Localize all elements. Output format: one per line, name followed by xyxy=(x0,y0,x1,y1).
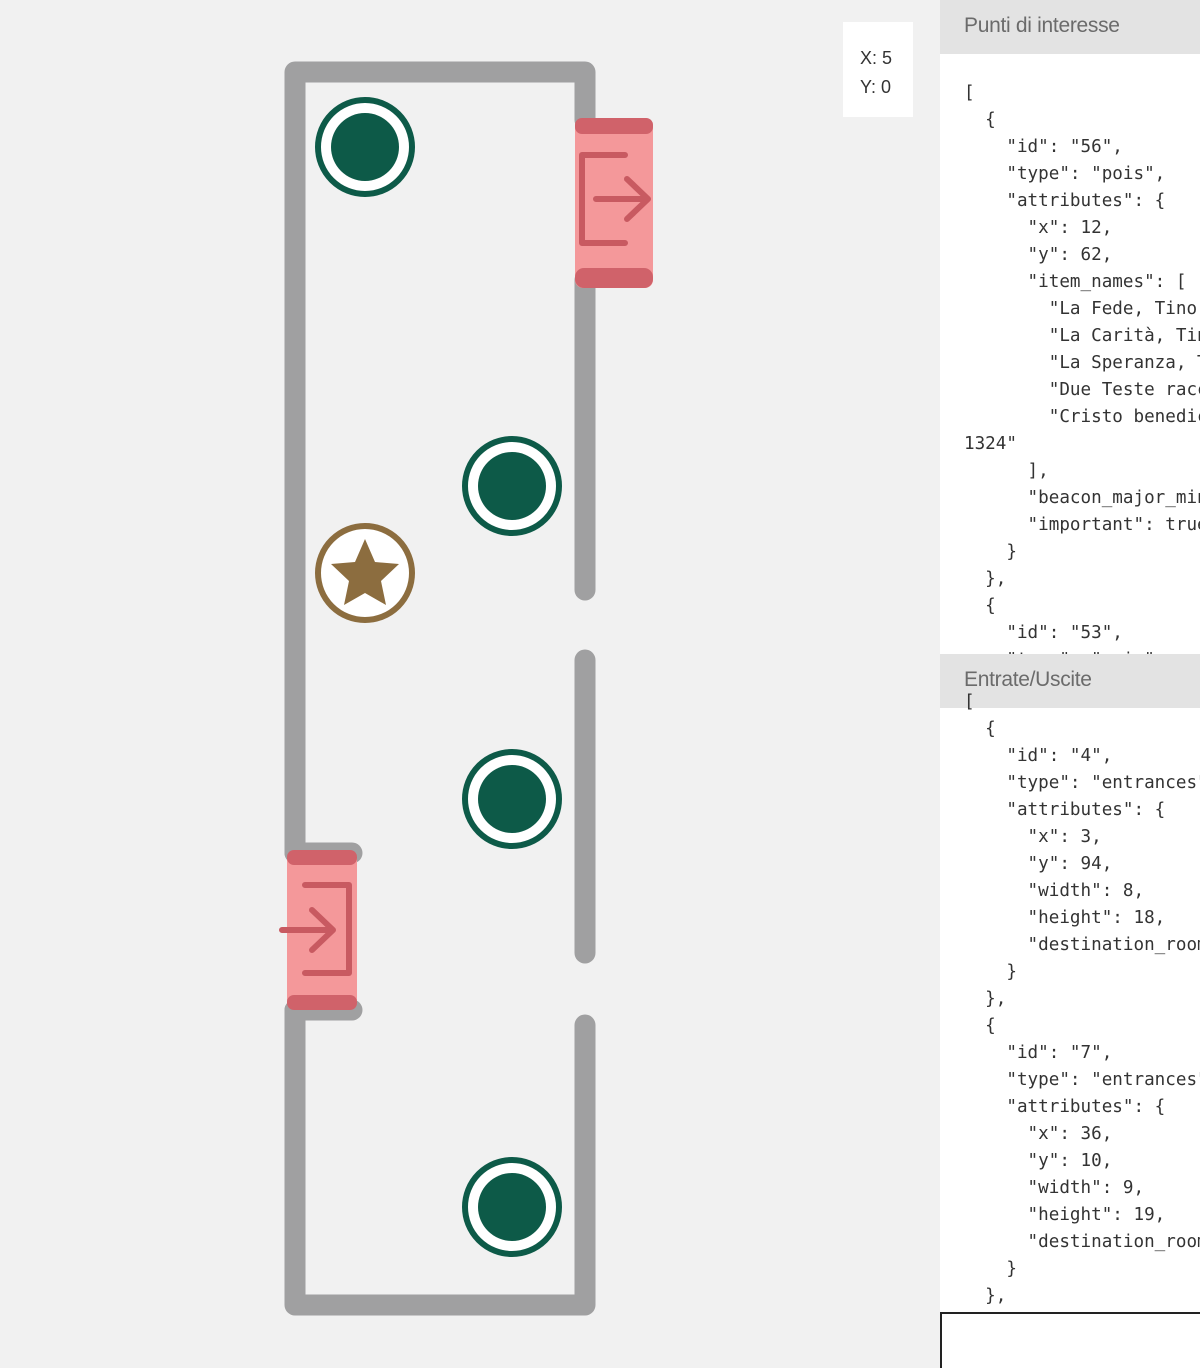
map-canvas[interactable] xyxy=(0,0,940,1368)
room-walls xyxy=(284,61,596,1316)
star-icon xyxy=(331,539,399,605)
entrances-json-editor[interactable]: [ { "id": "4", "type": "entrances", "att… xyxy=(964,692,1200,1306)
pois-json-editor[interactable]: [ { "id": "56", "type": "pois", "attribu… xyxy=(964,83,1200,654)
entry-arrow-icon xyxy=(279,882,352,976)
wall-top-left-bottom xyxy=(284,61,596,1316)
poi-dot xyxy=(478,765,546,833)
poi-marker[interactable] xyxy=(315,97,415,197)
important-poi-marker[interactable] xyxy=(315,523,415,623)
exit-door[interactable] xyxy=(575,118,653,288)
floor-map[interactable] xyxy=(0,0,940,1368)
coord-x: X: 5 xyxy=(860,48,893,68)
entrances-panel-title: Entrate/Uscite xyxy=(940,654,1200,708)
exit-arrow-icon xyxy=(579,152,651,246)
entry-door-edge-bottom xyxy=(287,995,357,1010)
poi-dot xyxy=(331,113,399,181)
poi-marker[interactable] xyxy=(462,436,562,536)
entry-door-edge-top xyxy=(287,850,357,865)
entry-door[interactable] xyxy=(279,850,357,1010)
cursor-coordinates: X: 5 Y: 0 xyxy=(843,22,913,117)
poi-dot xyxy=(478,452,546,520)
exit-door-edge-bottom xyxy=(575,268,653,288)
coord-y: Y: 0 xyxy=(860,77,892,97)
pois-panel-title: Punti di interesse xyxy=(940,0,1200,54)
poi-marker[interactable] xyxy=(462,749,562,849)
pois-panel: Punti di interesse [ { "id": "56", "type… xyxy=(940,0,1200,654)
bottom-input-box[interactable] xyxy=(940,1312,1200,1368)
poi-marker[interactable] xyxy=(462,1157,562,1257)
exit-door-edge-top xyxy=(575,118,653,134)
entrances-panel: Entrate/Uscite [ { "id": "4", "type": "e… xyxy=(940,654,1200,1312)
poi-dot xyxy=(478,1173,546,1241)
